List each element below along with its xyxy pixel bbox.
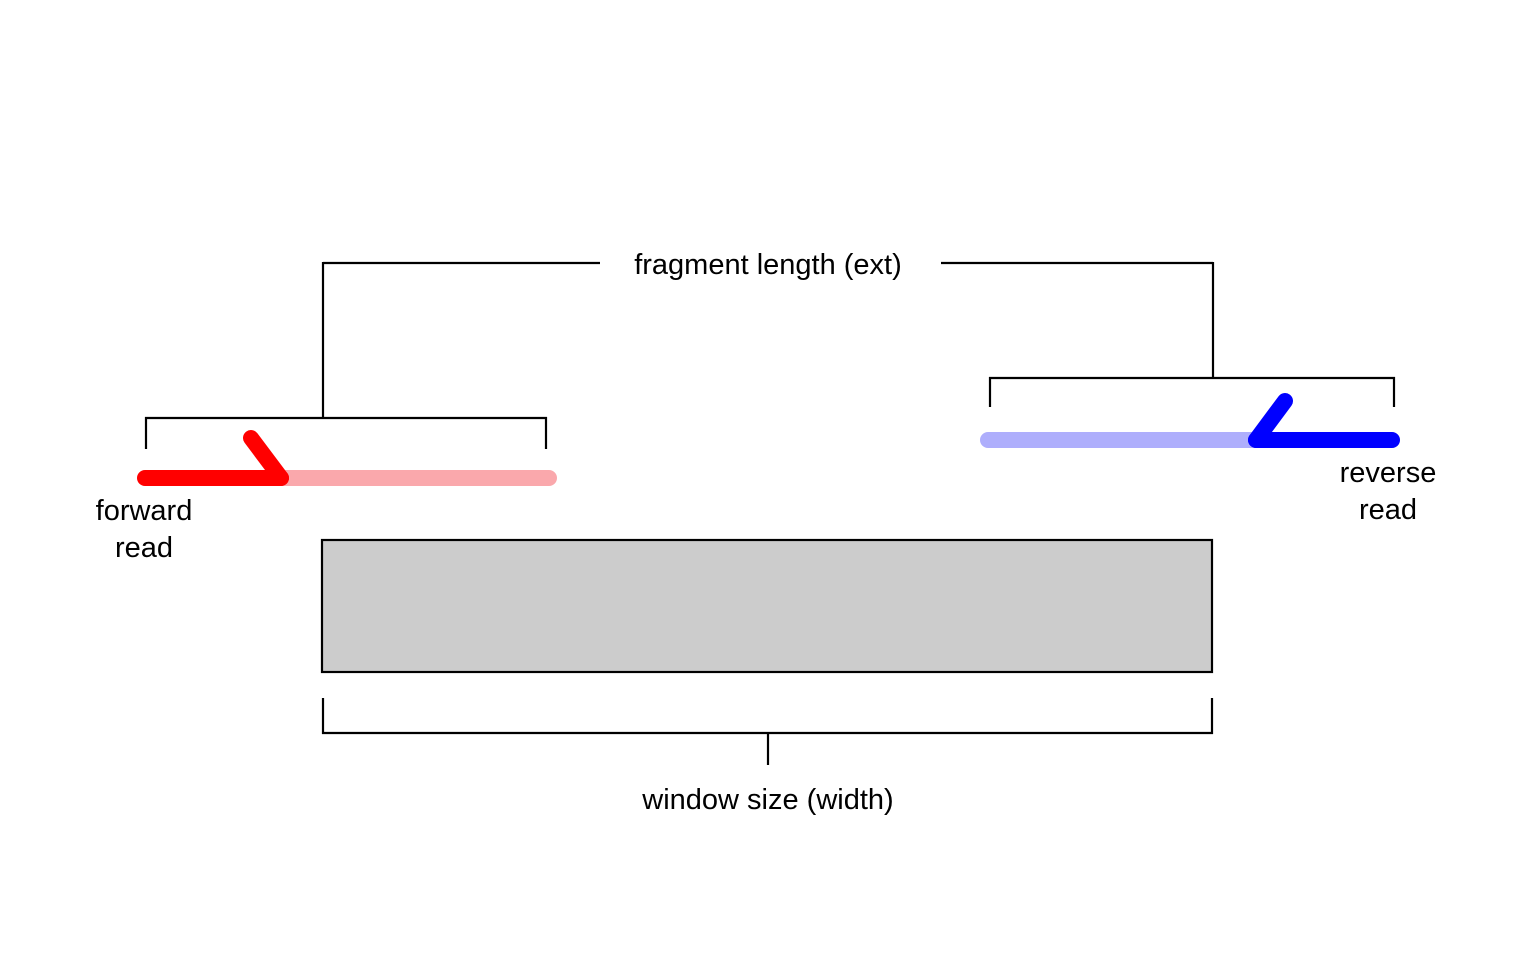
forward-read-label-line1: forward xyxy=(96,495,193,527)
reverse-read-group xyxy=(980,393,1400,448)
fragment-length-label: fragment length (ext) xyxy=(634,249,902,281)
reverse-read-label-line2: read xyxy=(1359,494,1417,526)
window-box xyxy=(320,538,1214,674)
forward-read-arrowhead-icon xyxy=(243,430,289,486)
reverse-read-arrowhead-icon xyxy=(1248,393,1293,448)
window-size-label: window size (width) xyxy=(641,784,893,816)
reverse-read-label-line1: reverse xyxy=(1340,457,1437,489)
forward-read-label-line2: read xyxy=(115,532,173,564)
reverse-read-bracket xyxy=(988,376,1396,407)
forward-read-bracket xyxy=(144,416,548,449)
forward-read-group xyxy=(137,430,557,486)
window-size-bracket xyxy=(321,698,1214,765)
fragment-length-bracket xyxy=(321,261,1215,419)
